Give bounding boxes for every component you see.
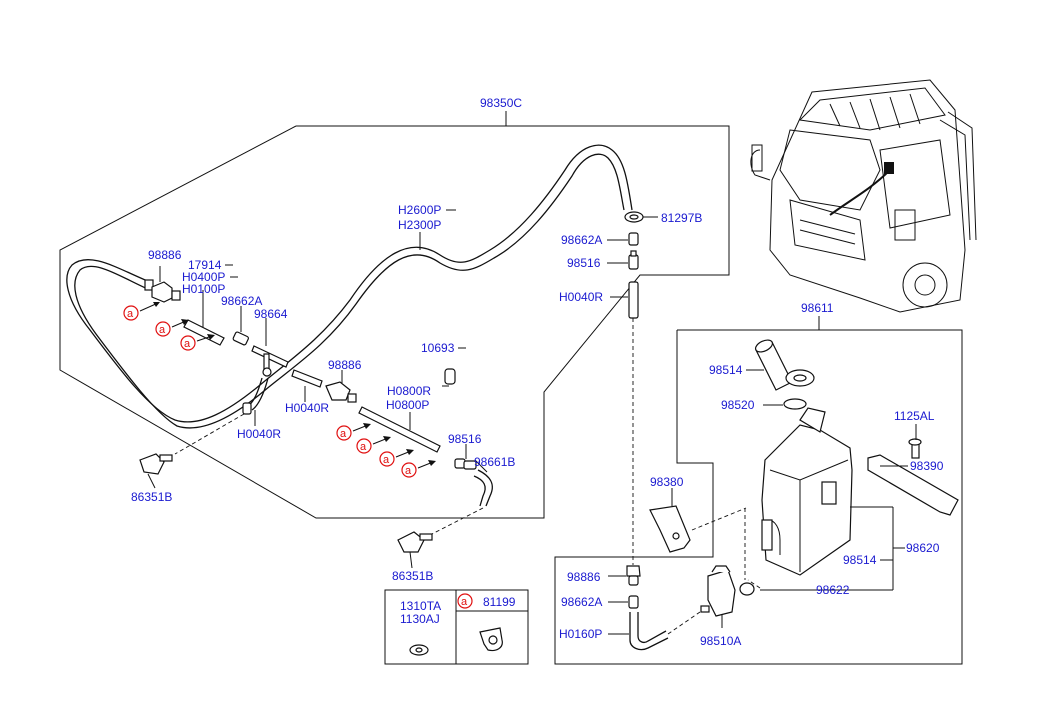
- left-cluster: [139, 266, 289, 489]
- label-98664: 98664: [254, 307, 288, 321]
- label-81199: 81199: [483, 595, 516, 609]
- filter-and-cap: [746, 339, 815, 410]
- main-hose: [66, 144, 633, 429]
- callout-a: a: [159, 324, 166, 336]
- label-h0400p: H0400P: [182, 270, 225, 284]
- callout-a: a: [127, 308, 134, 320]
- truck-illustration: [750, 79, 977, 313]
- callout-a: a: [184, 338, 191, 350]
- label-h0800p: H0800P: [386, 398, 429, 412]
- callout-a: a: [405, 465, 412, 477]
- label-h0040r-mid: H0040R: [285, 401, 329, 415]
- assembly-outline: [59, 111, 730, 519]
- label-98662a-top: 98662A: [561, 233, 602, 247]
- label-98516-mid: 98516: [448, 432, 482, 446]
- callout-a: a: [461, 596, 468, 608]
- label-98380: 98380: [650, 475, 684, 489]
- label-98662a-mid: 98662A: [221, 294, 262, 308]
- callout-a: a: [340, 428, 347, 440]
- label-98514-grommet: 98514: [843, 553, 877, 567]
- label-h0040r-right: H0040R: [559, 290, 603, 304]
- label-h0160p: H0160P: [559, 627, 602, 641]
- label-98661b: 98661B: [474, 455, 515, 469]
- label-98516-top: 98516: [567, 256, 601, 270]
- label-98510a: 98510A: [700, 634, 741, 648]
- label-h2600p: H2600P: [398, 203, 441, 217]
- bracket-98380: [649, 488, 747, 553]
- callouts-middle: a a a a: [336, 423, 436, 478]
- label-98611: 98611: [801, 301, 834, 315]
- label-81297b: 81297B: [661, 211, 702, 225]
- middle-cluster: [291, 347, 493, 569]
- label-1125al: 1125AL: [894, 409, 935, 423]
- label-98514-filter: 98514: [709, 363, 743, 377]
- label-h2300p: H2300P: [398, 218, 441, 232]
- label-86351b-bottom: 86351B: [392, 569, 433, 583]
- label-h0800r: H0800R: [387, 384, 431, 398]
- bottom-stack: [608, 565, 701, 651]
- label-17914: 17914: [188, 258, 222, 272]
- label-98620: 98620: [906, 541, 940, 555]
- top-right-stack: [607, 211, 658, 565]
- label-98520: 98520: [721, 398, 755, 412]
- label-10693: 10693: [421, 341, 455, 355]
- label-98622: 98622: [816, 583, 850, 597]
- reservoir-outline: [554, 316, 963, 665]
- washer-reservoir: [761, 407, 853, 576]
- legend-box: [384, 589, 529, 665]
- label-98886-left: 98886: [148, 248, 182, 262]
- callouts-left: a a a: [123, 302, 215, 351]
- label-86351b-left: 86351B: [131, 490, 172, 504]
- label-1310ta: 1310TA: [400, 599, 441, 613]
- label-98390: 98390: [910, 459, 944, 473]
- label-h0100p: H0100P: [182, 282, 225, 296]
- label-98886-mid: 98886: [328, 358, 362, 372]
- callout-a: a: [383, 454, 390, 466]
- label-h0040r-left: H0040R: [237, 427, 281, 441]
- callout-a: a: [360, 441, 367, 453]
- bracket-98390: [867, 424, 959, 516]
- label-98886-bottom: 98886: [567, 570, 601, 584]
- label-98662a-bottom: 98662A: [561, 595, 602, 609]
- label-98350c: 98350C: [480, 96, 522, 110]
- label-1130aj: 1130AJ: [400, 612, 440, 626]
- washer-pump: [700, 506, 905, 628]
